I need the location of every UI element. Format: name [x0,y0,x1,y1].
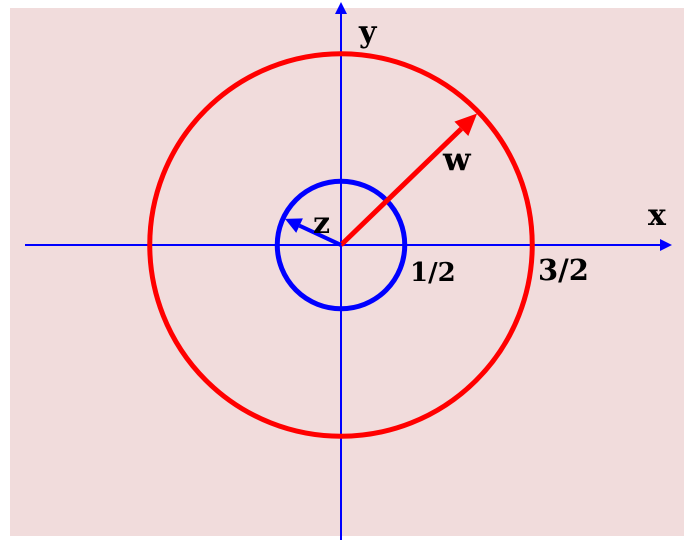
diagram-background [10,8,684,536]
outer-circle [147,51,535,439]
y-axis-arrowhead [335,2,347,14]
vector-z-shaft [298,223,342,247]
vector-z-label: z [313,206,330,241]
vector-w-label: w [442,140,472,178]
x-axis-label: x [648,198,667,233]
vector-z-arrowhead [285,218,303,233]
outer-radius-label: 3/2 [538,253,589,287]
vector-w-arrowhead [454,113,478,136]
inner-radius-label: 1/2 [410,258,456,288]
vector-w-shaft [339,127,464,247]
x-axis-arrowhead [660,239,672,251]
y-axis-label: y [358,15,378,50]
inner-circle [274,178,408,312]
